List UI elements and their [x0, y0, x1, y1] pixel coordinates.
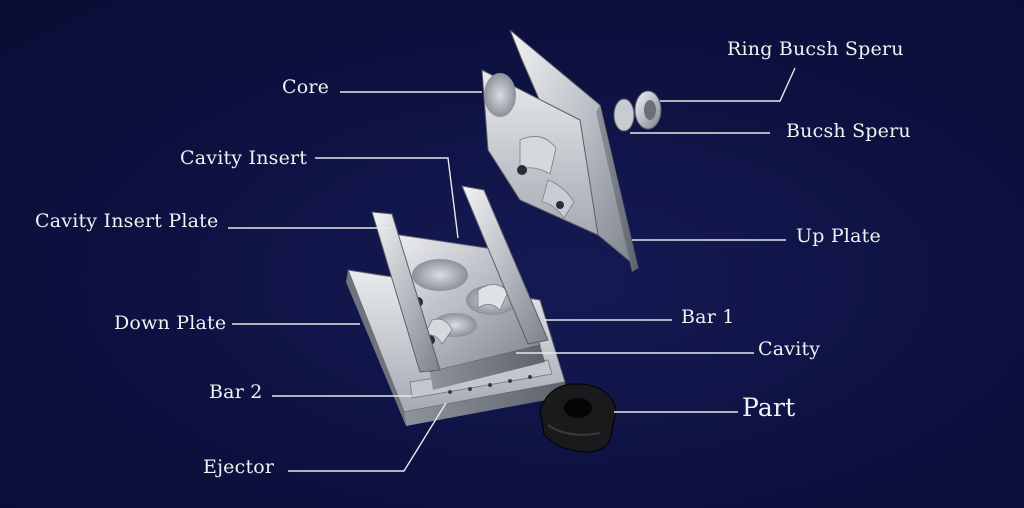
label-cavity-insert-plate: Cavity Insert Plate: [35, 210, 219, 232]
cavity-insert-elbow-1: [477, 284, 509, 311]
label-cavity: Cavity: [758, 338, 821, 360]
cavity-pocket-1: [412, 259, 468, 291]
down-plate-side: [404, 382, 568, 426]
upper-mold-half: [481, 29, 662, 272]
label-ejector: Ejector: [203, 456, 275, 478]
bucsh-speru-shape: [613, 98, 635, 132]
label-bucsh-speru: Bucsh Speru: [786, 120, 911, 142]
leader-cavity-insert: [315, 157, 459, 239]
leader-ring-bucsh-speru: [660, 67, 796, 102]
label-core: Core: [282, 76, 330, 98]
leader-lines: [228, 67, 796, 472]
core-boss-1: [484, 73, 516, 117]
bar-1-shape: [461, 185, 549, 345]
label-ring-bucsh-speru: Ring Bucsh Speru: [727, 38, 904, 60]
label-down-plate: Down Plate: [114, 312, 227, 334]
label-bar-1: Bar 1: [681, 306, 735, 328]
label-bar-2: Bar 2: [209, 381, 263, 403]
leader-ejector: [288, 402, 447, 472]
label-part: Part: [742, 393, 796, 422]
part-shape: [539, 383, 617, 453]
label-cavity-insert: Cavity Insert: [180, 147, 308, 169]
label-up-plate: Up Plate: [796, 225, 881, 247]
bar-2-shape: [371, 211, 441, 373]
lower-mold-half: [346, 185, 568, 426]
